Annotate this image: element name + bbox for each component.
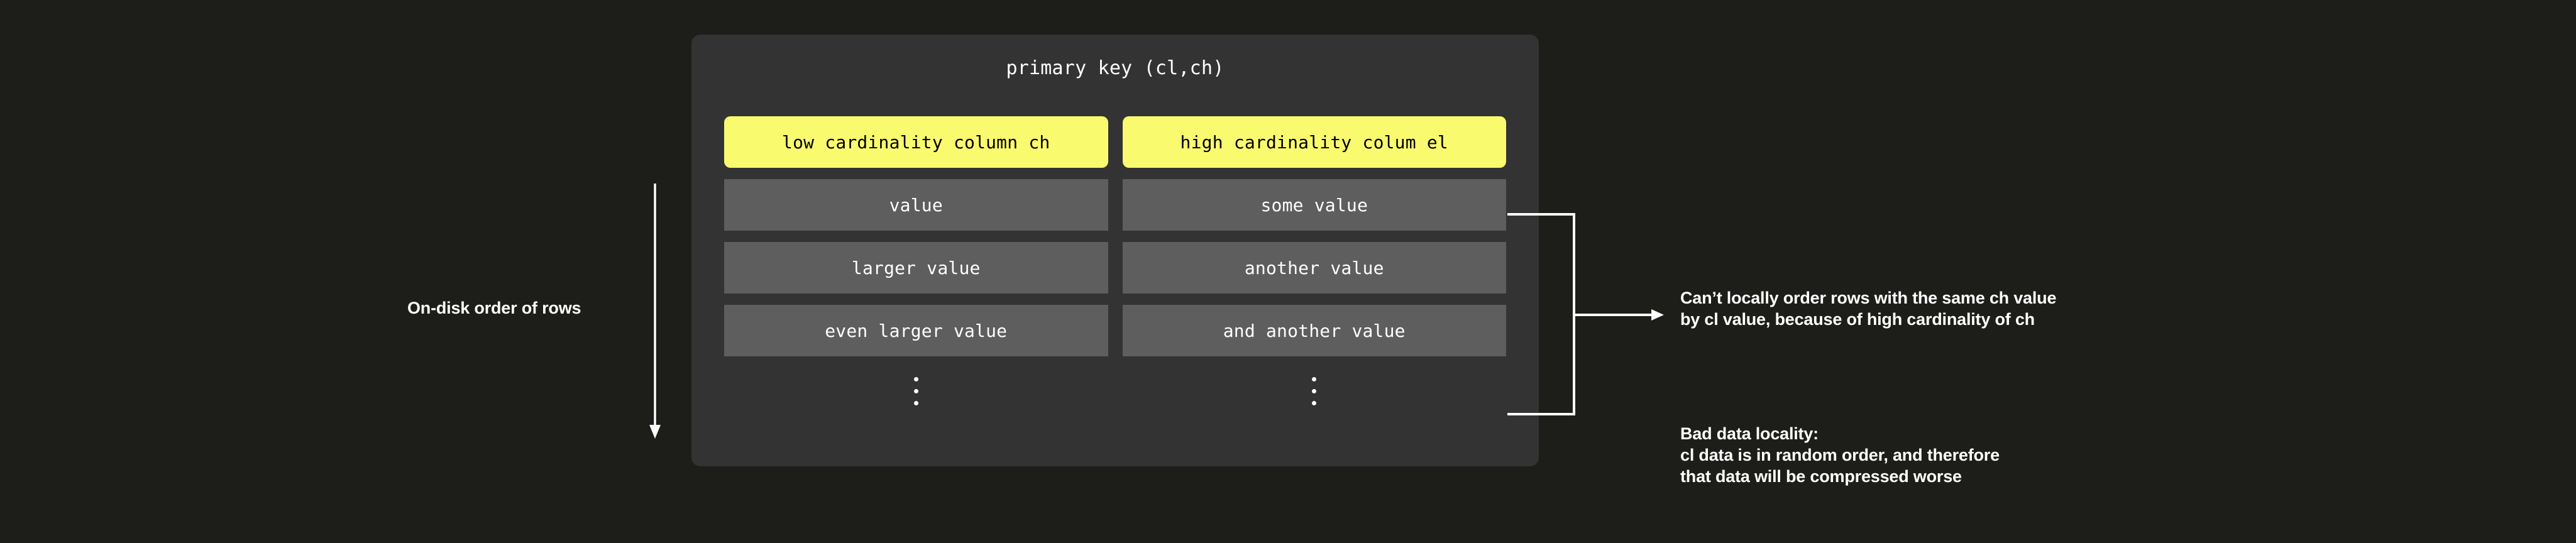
- callout-data-locality-note: Bad data locality: cl data is in random …: [1680, 423, 2000, 487]
- header-row: low cardinality column ch high cardinali…: [724, 116, 1506, 168]
- table-row: value some value: [724, 179, 1506, 231]
- callout-1-line-0: Can’t locally order rows with the same c…: [1680, 288, 2057, 307]
- callout-1-line-1: by cl value, because of high cardinality…: [1680, 310, 2035, 329]
- on-disk-order-label: On-disk order of rows: [407, 299, 581, 317]
- cell-right-0: some value: [1122, 179, 1506, 231]
- callout-ordering-note: Can’t locally order rows with the same c…: [1680, 287, 2056, 330]
- cell-left-2: even larger value: [724, 305, 1108, 356]
- callout-bracket-arrow-icon: [1507, 207, 1671, 421]
- table-row: larger value another value: [724, 242, 1506, 293]
- vertical-ellipsis-left-icon: [724, 368, 1108, 414]
- column-header-high-cardinality: high cardinality colum el: [1122, 116, 1506, 168]
- cell-right-2: and another value: [1122, 305, 1506, 356]
- vertical-ellipsis-right-icon: [1123, 368, 1507, 414]
- callout-2-line-2: that data will be compressed worse: [1680, 467, 1962, 486]
- cell-right-1: another value: [1122, 242, 1506, 293]
- cell-left-1: larger value: [724, 242, 1108, 293]
- primary-key-card: primary key (cl,ch) low cardinality colu…: [691, 35, 1539, 466]
- column-header-low-cardinality: low cardinality column ch: [724, 116, 1108, 168]
- card-title: primary key (cl,ch): [1006, 57, 1225, 79]
- callout-2-line-0: Bad data locality:: [1680, 424, 1819, 443]
- table-row: even larger value and another value: [724, 305, 1506, 356]
- columns-grid: low cardinality column ch high cardinali…: [724, 116, 1506, 414]
- callout-2-line-1: cl data is in random order, and therefor…: [1680, 446, 2000, 464]
- down-arrow-icon: [645, 184, 665, 439]
- continuation-row: [724, 368, 1506, 414]
- cell-left-0: value: [724, 179, 1108, 231]
